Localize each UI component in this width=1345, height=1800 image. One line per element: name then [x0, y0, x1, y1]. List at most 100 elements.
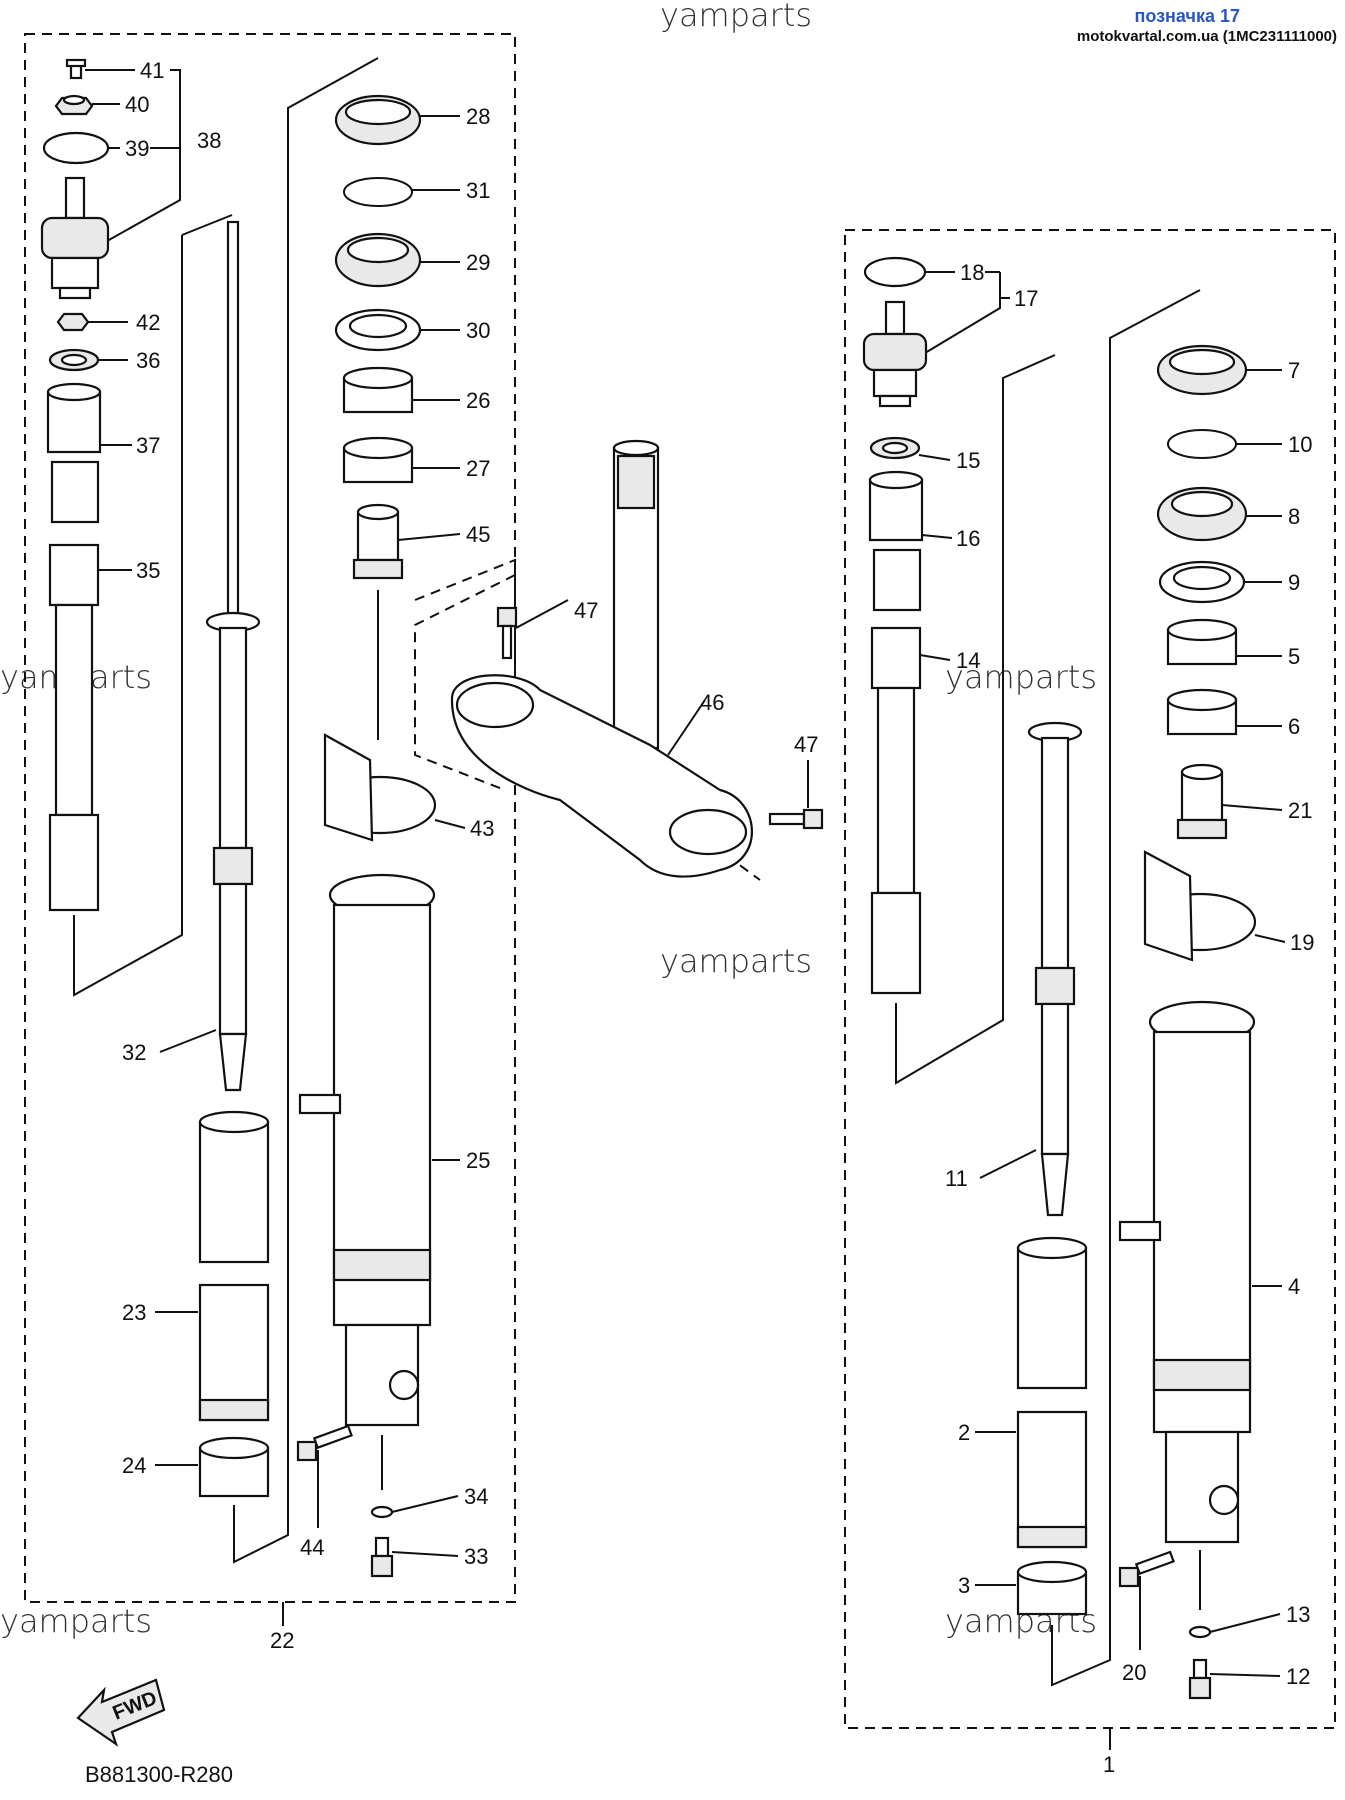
part-10-clip [1167, 429, 1282, 459]
part-28-dust-seal [334, 94, 460, 146]
part-43-protector [323, 733, 466, 842]
label-26: 26 [466, 388, 490, 413]
label-22: 22 [270, 1628, 294, 1653]
label-45: 45 [466, 522, 490, 547]
part-30-washer [334, 308, 460, 352]
label-15: 15 [956, 448, 980, 473]
label-36: 36 [136, 348, 160, 373]
label-39: 39 [125, 136, 149, 161]
label-10: 10 [1288, 432, 1312, 457]
label-5: 5 [1288, 644, 1300, 669]
part-7-dust-seal [1156, 344, 1282, 396]
part-14-spring [870, 626, 951, 995]
watermark-center: yamparts [660, 942, 812, 980]
part-46-lower-bracket [450, 439, 753, 878]
site-reference: motokvartal.com.ua (1MC231111000) [1076, 28, 1337, 45]
part-47-bolt-lower [768, 760, 824, 830]
guide-left-inner [233, 57, 379, 1564]
right-fork-assembly-box [844, 229, 1336, 1729]
part-36-washer [48, 348, 128, 372]
label-47-upper: 47 [574, 598, 598, 623]
label-42: 42 [136, 310, 160, 335]
label-9: 9 [1288, 570, 1300, 595]
label-11: 11 [945, 1166, 968, 1191]
bracket-dashed-link-2 [414, 574, 516, 791]
bracket-17 [899, 272, 1001, 369]
label-31: 31 [466, 178, 490, 203]
guide-left-spring [73, 235, 183, 997]
part-29-oil-seal [334, 232, 460, 288]
label-12: 12 [1286, 1664, 1310, 1689]
label-37: 37 [136, 433, 160, 458]
part-9-washer [1158, 560, 1282, 604]
left-fork-assembly-box [24, 33, 516, 1603]
label-7: 7 [1288, 358, 1300, 383]
label-17: 17 [1014, 286, 1038, 311]
part-25-outer-tube [298, 873, 460, 1427]
watermark-right-mid: yamparts [945, 658, 1097, 696]
part-15-washer [869, 436, 951, 461]
part-19-protector [1143, 850, 1286, 962]
label-1: 1 [1103, 1752, 1115, 1777]
label-30: 30 [466, 318, 490, 343]
part-45-oil-lock-piece [352, 503, 461, 580]
part-23-inner-tube [155, 1110, 270, 1422]
part-37-spacer [46, 382, 132, 524]
part-11-damper-rod [979, 721, 1083, 1217]
label-34: 34 [464, 1484, 488, 1509]
part-3-bushing [975, 1560, 1088, 1616]
label-2: 2 [958, 1420, 970, 1445]
part-32-damper-rod [159, 220, 261, 1092]
label-46: 46 [700, 690, 724, 715]
label-21: 21 [1288, 798, 1312, 823]
label-38: 38 [197, 128, 221, 153]
part-35-spring [48, 543, 132, 912]
label-8: 8 [1288, 504, 1300, 529]
label-4: 4 [1288, 1274, 1300, 1299]
label-13: 13 [1286, 1602, 1310, 1627]
guide-right-inner [1051, 289, 1201, 1687]
label-6: 6 [1288, 714, 1300, 739]
label-29: 29 [466, 250, 490, 275]
label-43: 43 [470, 816, 494, 841]
part-41-screw [65, 58, 135, 80]
part-27-bushing [342, 436, 460, 484]
part-16-spacer [868, 470, 953, 612]
watermark-left-bottom: yamparts [0, 1602, 152, 1640]
label-41: 41 [140, 58, 164, 83]
label-25: 25 [466, 1148, 490, 1173]
part-39-o-ring [42, 131, 120, 165]
cap-bolt-17 [862, 300, 928, 408]
diagram-code: B881300-R280 [85, 1762, 234, 1787]
part-13-washer [1188, 1613, 1281, 1639]
part-24-bushing [155, 1436, 270, 1498]
label-33: 33 [464, 1544, 488, 1569]
label-24: 24 [122, 1453, 146, 1478]
part-8-oil-seal [1156, 486, 1282, 542]
part-47-bolt-upper [496, 599, 569, 660]
part-18-o-ring [863, 256, 955, 288]
part-42-nut [56, 312, 128, 332]
designation-label: позначка 17 [1134, 6, 1240, 26]
part-26-bushing [342, 366, 460, 414]
part-5-bushing [1166, 618, 1282, 666]
label-3: 3 [958, 1573, 970, 1598]
part-34-washer [370, 1495, 459, 1519]
label-23: 23 [122, 1300, 146, 1325]
part-6-bushing [1166, 688, 1282, 736]
part-12-bolt [1188, 1658, 1281, 1700]
bracket-38 [99, 69, 181, 246]
label-19: 19 [1290, 930, 1314, 955]
part-33-bolt [370, 1536, 459, 1578]
fwd-arrow-icon: FWD [76, 1678, 166, 1747]
label-28: 28 [466, 104, 490, 129]
guide-right-spring [895, 354, 1056, 1085]
label-27: 27 [466, 456, 490, 481]
label-35: 35 [136, 558, 160, 583]
part-44-bolt [296, 1424, 353, 1528]
cap-bolt-38 [40, 176, 110, 300]
label-14: 14 [956, 648, 980, 673]
label-47-lower: 47 [794, 732, 818, 757]
part-31-clip [343, 177, 460, 207]
